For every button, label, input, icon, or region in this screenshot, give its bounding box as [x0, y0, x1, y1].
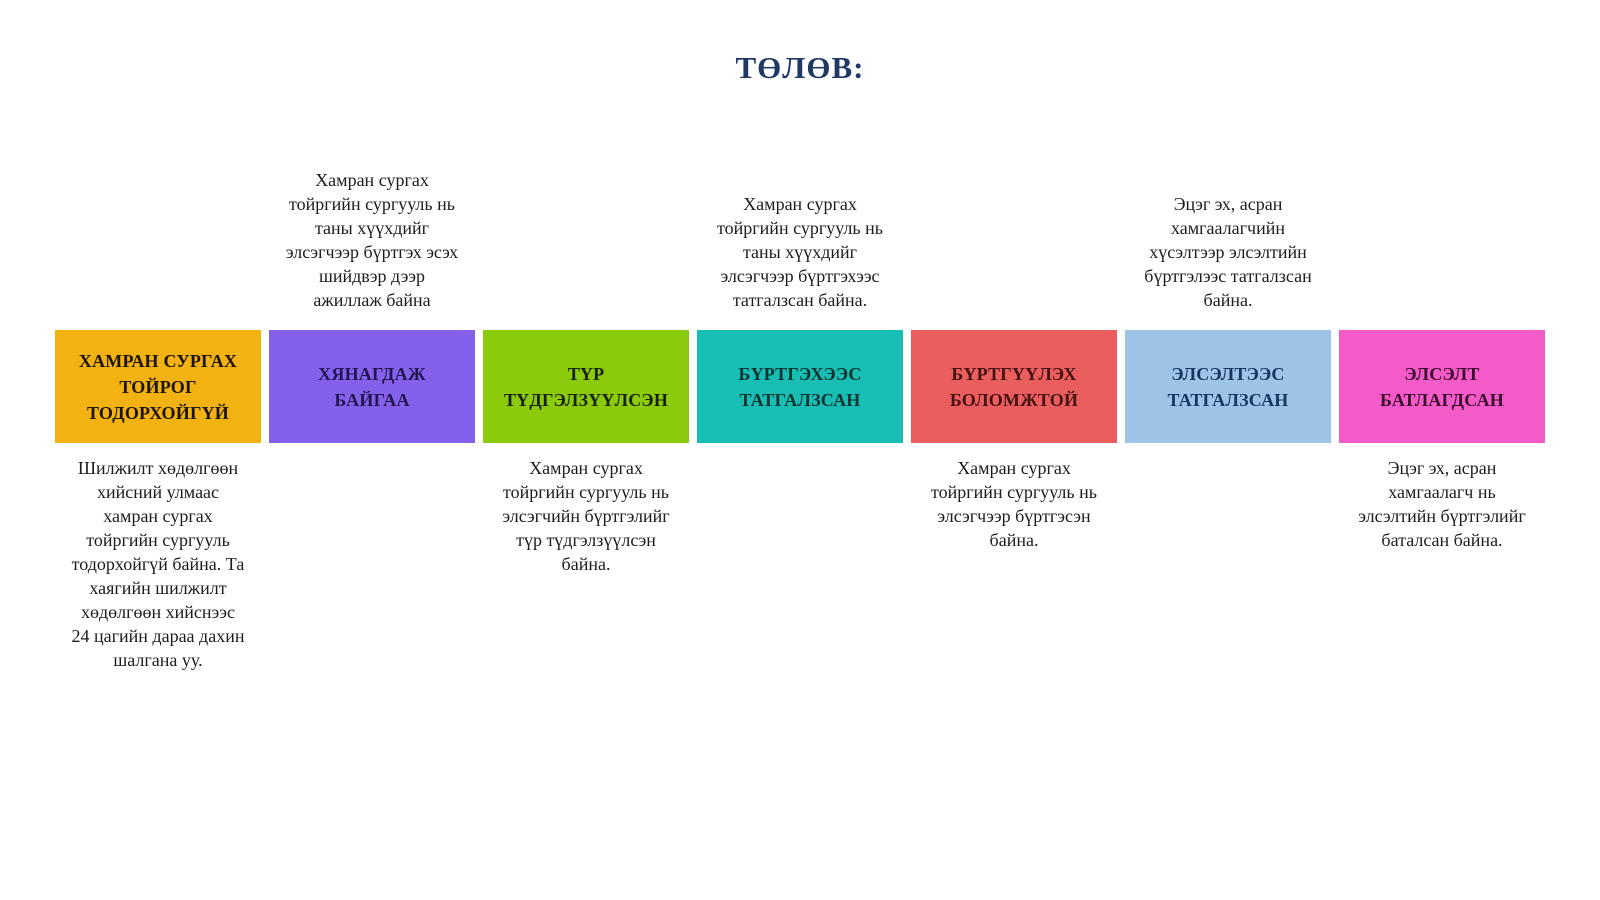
- status-note-above-1: [55, 312, 261, 330]
- status-column-2: Хамран сургах тойргийн сургууль нь таны …: [269, 86, 475, 672]
- status-note-above-2: Хамран сургах тойргийн сургууль нь таны …: [285, 170, 459, 310]
- status-note-below-1: Шилжилт хөдөлгөөн хийсний улмаас хамран …: [71, 458, 245, 670]
- status-note-below-5: Хамран сургах тойргийн сургууль нь элсэг…: [931, 458, 1097, 550]
- status-box-label-3: ТҮР ТҮДГЭЛЗҮҮЛСЭН: [503, 363, 669, 410]
- status-box-label-7: ЭЛСЭЛТ БАТЛАГДСАН: [1380, 363, 1504, 410]
- status-column-6: Эцэг эх, асран хамгаалагчийн хүсэлтээр э…: [1125, 86, 1331, 672]
- status-box-4: БҮРТГЭХЭЭС ТАТГАЛЗСАН: [697, 330, 903, 443]
- status-box-label-2: ХЯНАГДАЖ БАЙГАА: [318, 363, 426, 410]
- status-column-4: Хамран сургах тойргийн сургууль нь таны …: [697, 86, 903, 672]
- status-note-above-7: [1339, 312, 1545, 330]
- status-grid: ХАМРАН СУРГАХ ТОЙРОГ ТОДОРХОЙГҮЙ Шилжилт…: [55, 86, 1545, 672]
- status-note-below-4: [697, 443, 903, 672]
- status-column-7: ЭЛСЭЛТ БАТЛАГДСАН Эцэг эх, асран хамгаал…: [1339, 86, 1545, 672]
- status-note-below-7: Эцэг эх, асран хамгаалагч нь элсэлтийн б…: [1358, 458, 1526, 550]
- status-box-3: ТҮР ТҮДГЭЛЗҮҮЛСЭН: [483, 330, 689, 443]
- status-column-3: ТҮР ТҮДГЭЛЗҮҮЛСЭН Хамран сургах тойргийн…: [483, 86, 689, 672]
- status-legend-page: ТӨЛӨВ: ХАМРАН СУРГАХ ТОЙРОГ ТОДОРХОЙГҮЙ …: [55, 50, 1545, 672]
- status-column-1: ХАМРАН СУРГАХ ТОЙРОГ ТОДОРХОЙГҮЙ Шилжилт…: [55, 86, 261, 672]
- page-title: ТӨЛӨВ:: [735, 50, 865, 85]
- status-box-label-6: ЭЛСЭЛТЭЭС ТАТГАЛЗСАН: [1167, 363, 1289, 410]
- status-box-7: ЭЛСЭЛТ БАТЛАГДСАН: [1339, 330, 1545, 443]
- status-note-above-6: Эцэг эх, асран хамгаалагчийн хүсэлтээр э…: [1144, 194, 1312, 310]
- status-box-5: БҮРТГҮҮЛЭХ БОЛОМЖТОЙ: [911, 330, 1117, 443]
- status-note-below-3: Хамран сургах тойргийн сургууль нь элсэг…: [502, 458, 670, 574]
- status-box-label-4: БҮРТГЭХЭЭС ТАТГАЛЗСАН: [738, 363, 862, 410]
- status-note-above-3: [483, 312, 689, 330]
- status-note-above-4: Хамран сургах тойргийн сургууль нь таны …: [717, 194, 883, 310]
- status-note-above-5: [911, 312, 1117, 330]
- status-box-label-5: БҮРТГҮҮЛЭХ БОЛОМЖТОЙ: [949, 363, 1079, 410]
- status-box-1: ХАМРАН СУРГАХ ТОЙРОГ ТОДОРХОЙГҮЙ: [55, 330, 261, 443]
- status-column-5: БҮРТГҮҮЛЭХ БОЛОМЖТОЙ Хамран сургах тойрг…: [911, 86, 1117, 672]
- status-box-2: ХЯНАГДАЖ БАЙГАА: [269, 330, 475, 443]
- status-box-6: ЭЛСЭЛТЭЭС ТАТГАЛЗСАН: [1125, 330, 1331, 443]
- status-box-label-1: ХАМРАН СУРГАХ ТОЙРОГ ТОДОРХОЙГҮЙ: [78, 350, 238, 423]
- status-note-below-6: [1125, 443, 1331, 672]
- status-note-below-2: [269, 443, 475, 672]
